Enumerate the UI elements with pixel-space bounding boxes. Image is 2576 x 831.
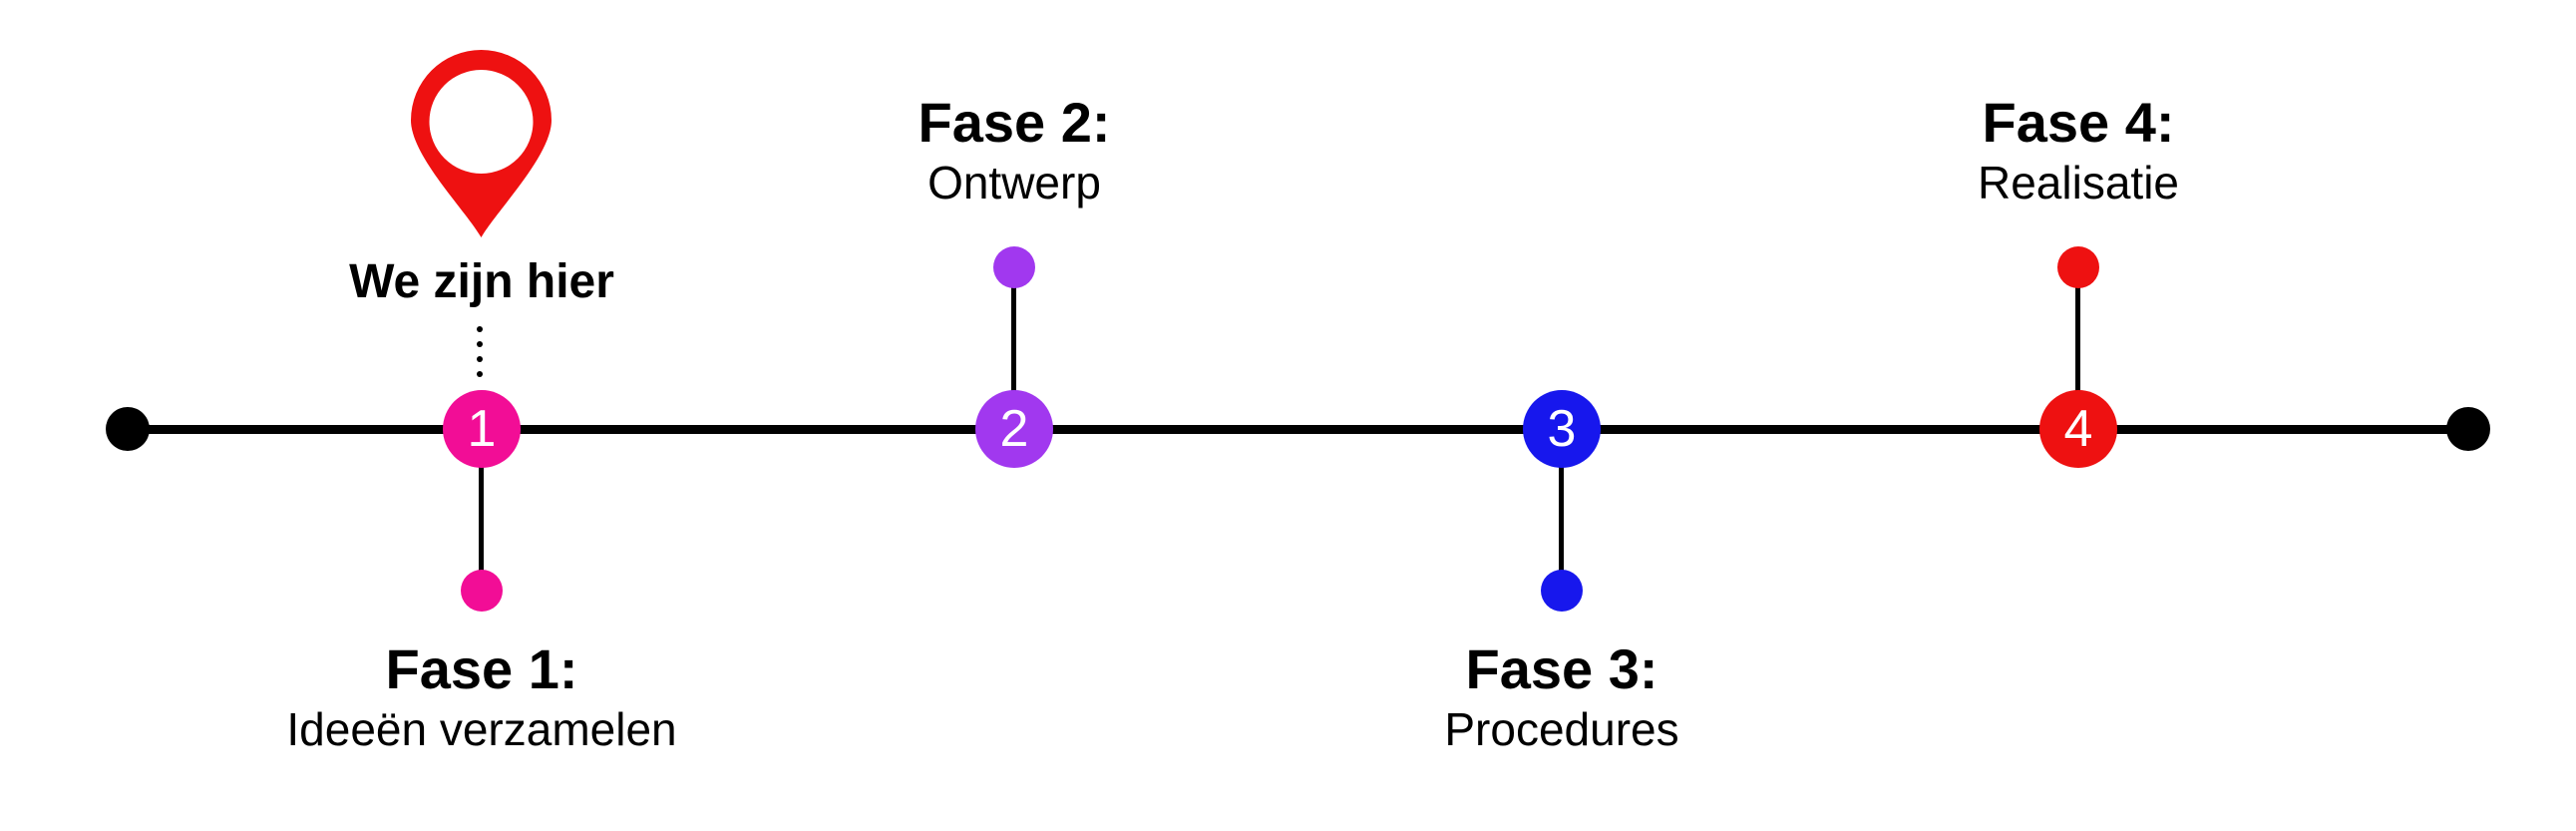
phase-4-node: 4: [2039, 390, 2117, 468]
pin-hole: [429, 70, 534, 174]
dotted-connector-dot: [477, 326, 483, 332]
phase-2-connector-line: [1011, 267, 1016, 429]
phase-4-satellite-dot: [2057, 246, 2099, 288]
timeline-line: [128, 425, 2468, 434]
phase-4-connector-line: [2075, 267, 2080, 429]
phase-2-subtitle: Ontwerp: [927, 157, 1101, 208]
timeline-start-dot: [106, 407, 150, 451]
phase-1-satellite-dot: [461, 570, 503, 612]
phase-2-node: 2: [975, 390, 1053, 468]
dotted-connector-dot: [477, 341, 483, 347]
phase-2-satellite-dot: [993, 246, 1035, 288]
phase-3-connector-line: [1559, 429, 1564, 591]
phase-1-connector-line: [479, 429, 484, 591]
phase-1-title: Fase 1:: [385, 637, 578, 700]
phase-3-subtitle: Procedures: [1444, 703, 1679, 755]
timeline-end-dot: [2446, 407, 2490, 451]
phase-3-satellite-dot: [1541, 570, 1583, 612]
location-pin-graphic: [411, 50, 552, 237]
phase-3-number: 3: [1547, 400, 1577, 458]
phase-3-node: 3: [1523, 390, 1601, 468]
phase-1-subtitle: Ideeën verzamelen: [286, 703, 677, 755]
dotted-connector: [477, 326, 483, 377]
phase-2-number: 2: [999, 400, 1029, 458]
phase-3-title: Fase 3:: [1465, 637, 1658, 700]
phase-4-subtitle: Realisatie: [1978, 157, 2179, 208]
current-position-label: We zijn hier: [349, 255, 614, 308]
dotted-connector-dot: [477, 356, 483, 362]
location-pin-icon: [411, 50, 552, 237]
dotted-connector-dot: [477, 371, 483, 377]
phase-4-number: 4: [2063, 400, 2093, 458]
phase-1-number: 1: [467, 400, 497, 458]
phase-2-title: Fase 2:: [918, 91, 1111, 154]
phase-4-title: Fase 4:: [1982, 91, 2175, 154]
phase-1-node: 1: [443, 390, 521, 468]
